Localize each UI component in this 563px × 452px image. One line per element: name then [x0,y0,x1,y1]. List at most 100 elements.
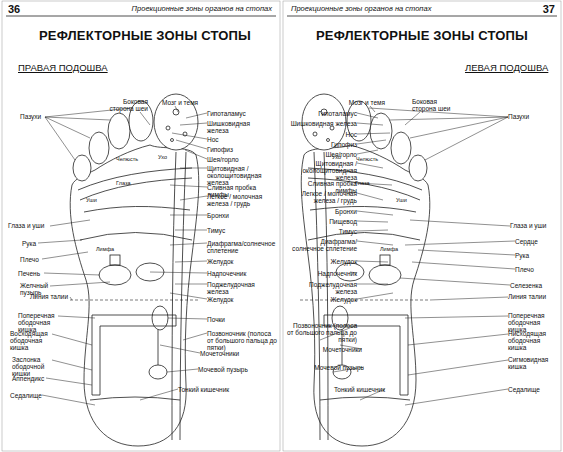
page-number: 37 [525,3,555,15]
leader-line [42,252,88,259]
zone-label: Челюсть [356,156,386,162]
leader-line [357,293,393,299]
zone-label: Плечо [20,256,50,263]
leader-line [150,272,207,273]
zone-label: Нисходящая ободочная кишка [508,330,558,351]
leader-line [46,378,92,385]
leader-line [410,220,510,226]
leader-line [412,262,515,269]
leader-line [45,117,110,120]
leader-line [357,211,393,215]
running-header: Проекционные зоны органов на стопах [291,4,491,13]
zone-label: Надпочечник [297,270,357,277]
zone-label: Желудок [307,258,357,265]
leader-line [357,221,388,222]
leader-line [180,196,207,200]
page-title: РЕФЛЕКТОРНЫЕ ЗОНЫ СТОПЫ [10,28,280,43]
zone-label: Тонкий кишечник [178,386,248,393]
zone-label: Селезенка [510,282,555,289]
leader-line [186,113,207,118]
zone-label: Пазухи [20,113,50,120]
leader-line [170,215,207,216]
leader-line [50,282,110,286]
leader-line [357,284,388,285]
leader-line [38,240,82,243]
zone-label: Желудок [307,296,357,303]
zone-label: Гипофиз [317,141,357,148]
zone-label: Плечо [515,266,545,273]
leader-line [357,261,388,262]
leader-line [42,395,95,405]
zone-label: Тимус [317,228,357,235]
right-sole-drawing [70,94,199,446]
zone-label: Мочеточники [302,346,362,353]
zone-label: Шея/горло [207,156,257,163]
leader-line [140,389,178,400]
zone-label: Рука [515,252,545,259]
zone-label: Заслонка ободочной кишки [12,356,57,377]
leader-line [357,113,378,118]
zone-label: Тонкий кишечник [315,386,385,393]
leader-line [45,117,75,160]
leader-line [400,278,510,285]
zone-label: Щитовидная / околощитовидная железа [207,165,277,186]
zone-label: Мочевой пузырь [198,366,258,373]
leader-line [167,369,198,372]
page-number: 36 [8,3,38,15]
leader-line [160,345,200,353]
zone-label: Седалище [508,386,553,393]
zone-label: Глаза [355,180,380,186]
leader-line [418,250,515,255]
zone-label: Почки [207,316,247,323]
leader-line [52,360,92,370]
leader-line [175,106,178,112]
zone-label: Гипоталамус [207,110,277,117]
leader-line [185,150,207,159]
zone-label: Легкое / молочная железа / грудь [292,190,357,204]
zone-label: Глаза [116,180,141,186]
zone-label: Поджелудочная железа [207,281,262,295]
zone-label: Позвоночник (полоса от большого пальца д… [207,330,277,351]
leader-line [408,360,508,375]
leader-line [175,261,207,262]
zone-label: Уши [396,197,416,203]
zone-label: Желудок [207,296,257,303]
zone-label: Ухо [332,154,352,160]
zone-label: Шишковидная железа [207,120,257,134]
zone-label: Ухо [158,154,178,160]
zone-label: Боковая сторона шеи [103,98,148,112]
zone-label: Желудок [207,258,257,265]
leader-line [44,273,100,275]
zone-label: Мочевой пузырь [304,364,364,371]
zone-label: Гипофиз [207,146,247,153]
leader-line [58,316,95,318]
leader-line [405,389,508,405]
leader-line [405,316,508,318]
leader-line [183,333,207,340]
leader-line [140,112,150,125]
zone-label: Мозг и темя [340,99,385,106]
zone-label: Легкое / молочная железа / грудь [207,193,277,207]
zone-label: Линия талии [508,293,553,300]
leader-line [180,123,207,125]
zone-label: Рука [22,240,52,247]
leader-line [50,220,90,226]
zone-label: Челюсть [116,156,146,162]
zone-label: Бронхи [207,212,247,219]
zone-label: Восходящая ободочная кишка [10,330,60,351]
leader-line [370,106,375,112]
zone-label: Поджелудочная железа [302,281,357,295]
leader-line [408,334,508,345]
zone-label: Позвоночник (полоса от большого пальца д… [287,322,357,343]
zone-label: Седалище [10,392,50,399]
leader-line [172,133,207,139]
page-title: РЕФЛЕКТОРНЫЕ ЗОНЫ СТОПЫ [287,28,557,43]
zone-label: Поперечная ободочная кишка [18,312,63,333]
zone-label: Бронхи [317,208,357,215]
leader-line [357,241,393,245]
leader-line [390,117,508,120]
leader-line [357,140,386,144]
leader-line [170,185,207,187]
leader-line [405,241,515,245]
